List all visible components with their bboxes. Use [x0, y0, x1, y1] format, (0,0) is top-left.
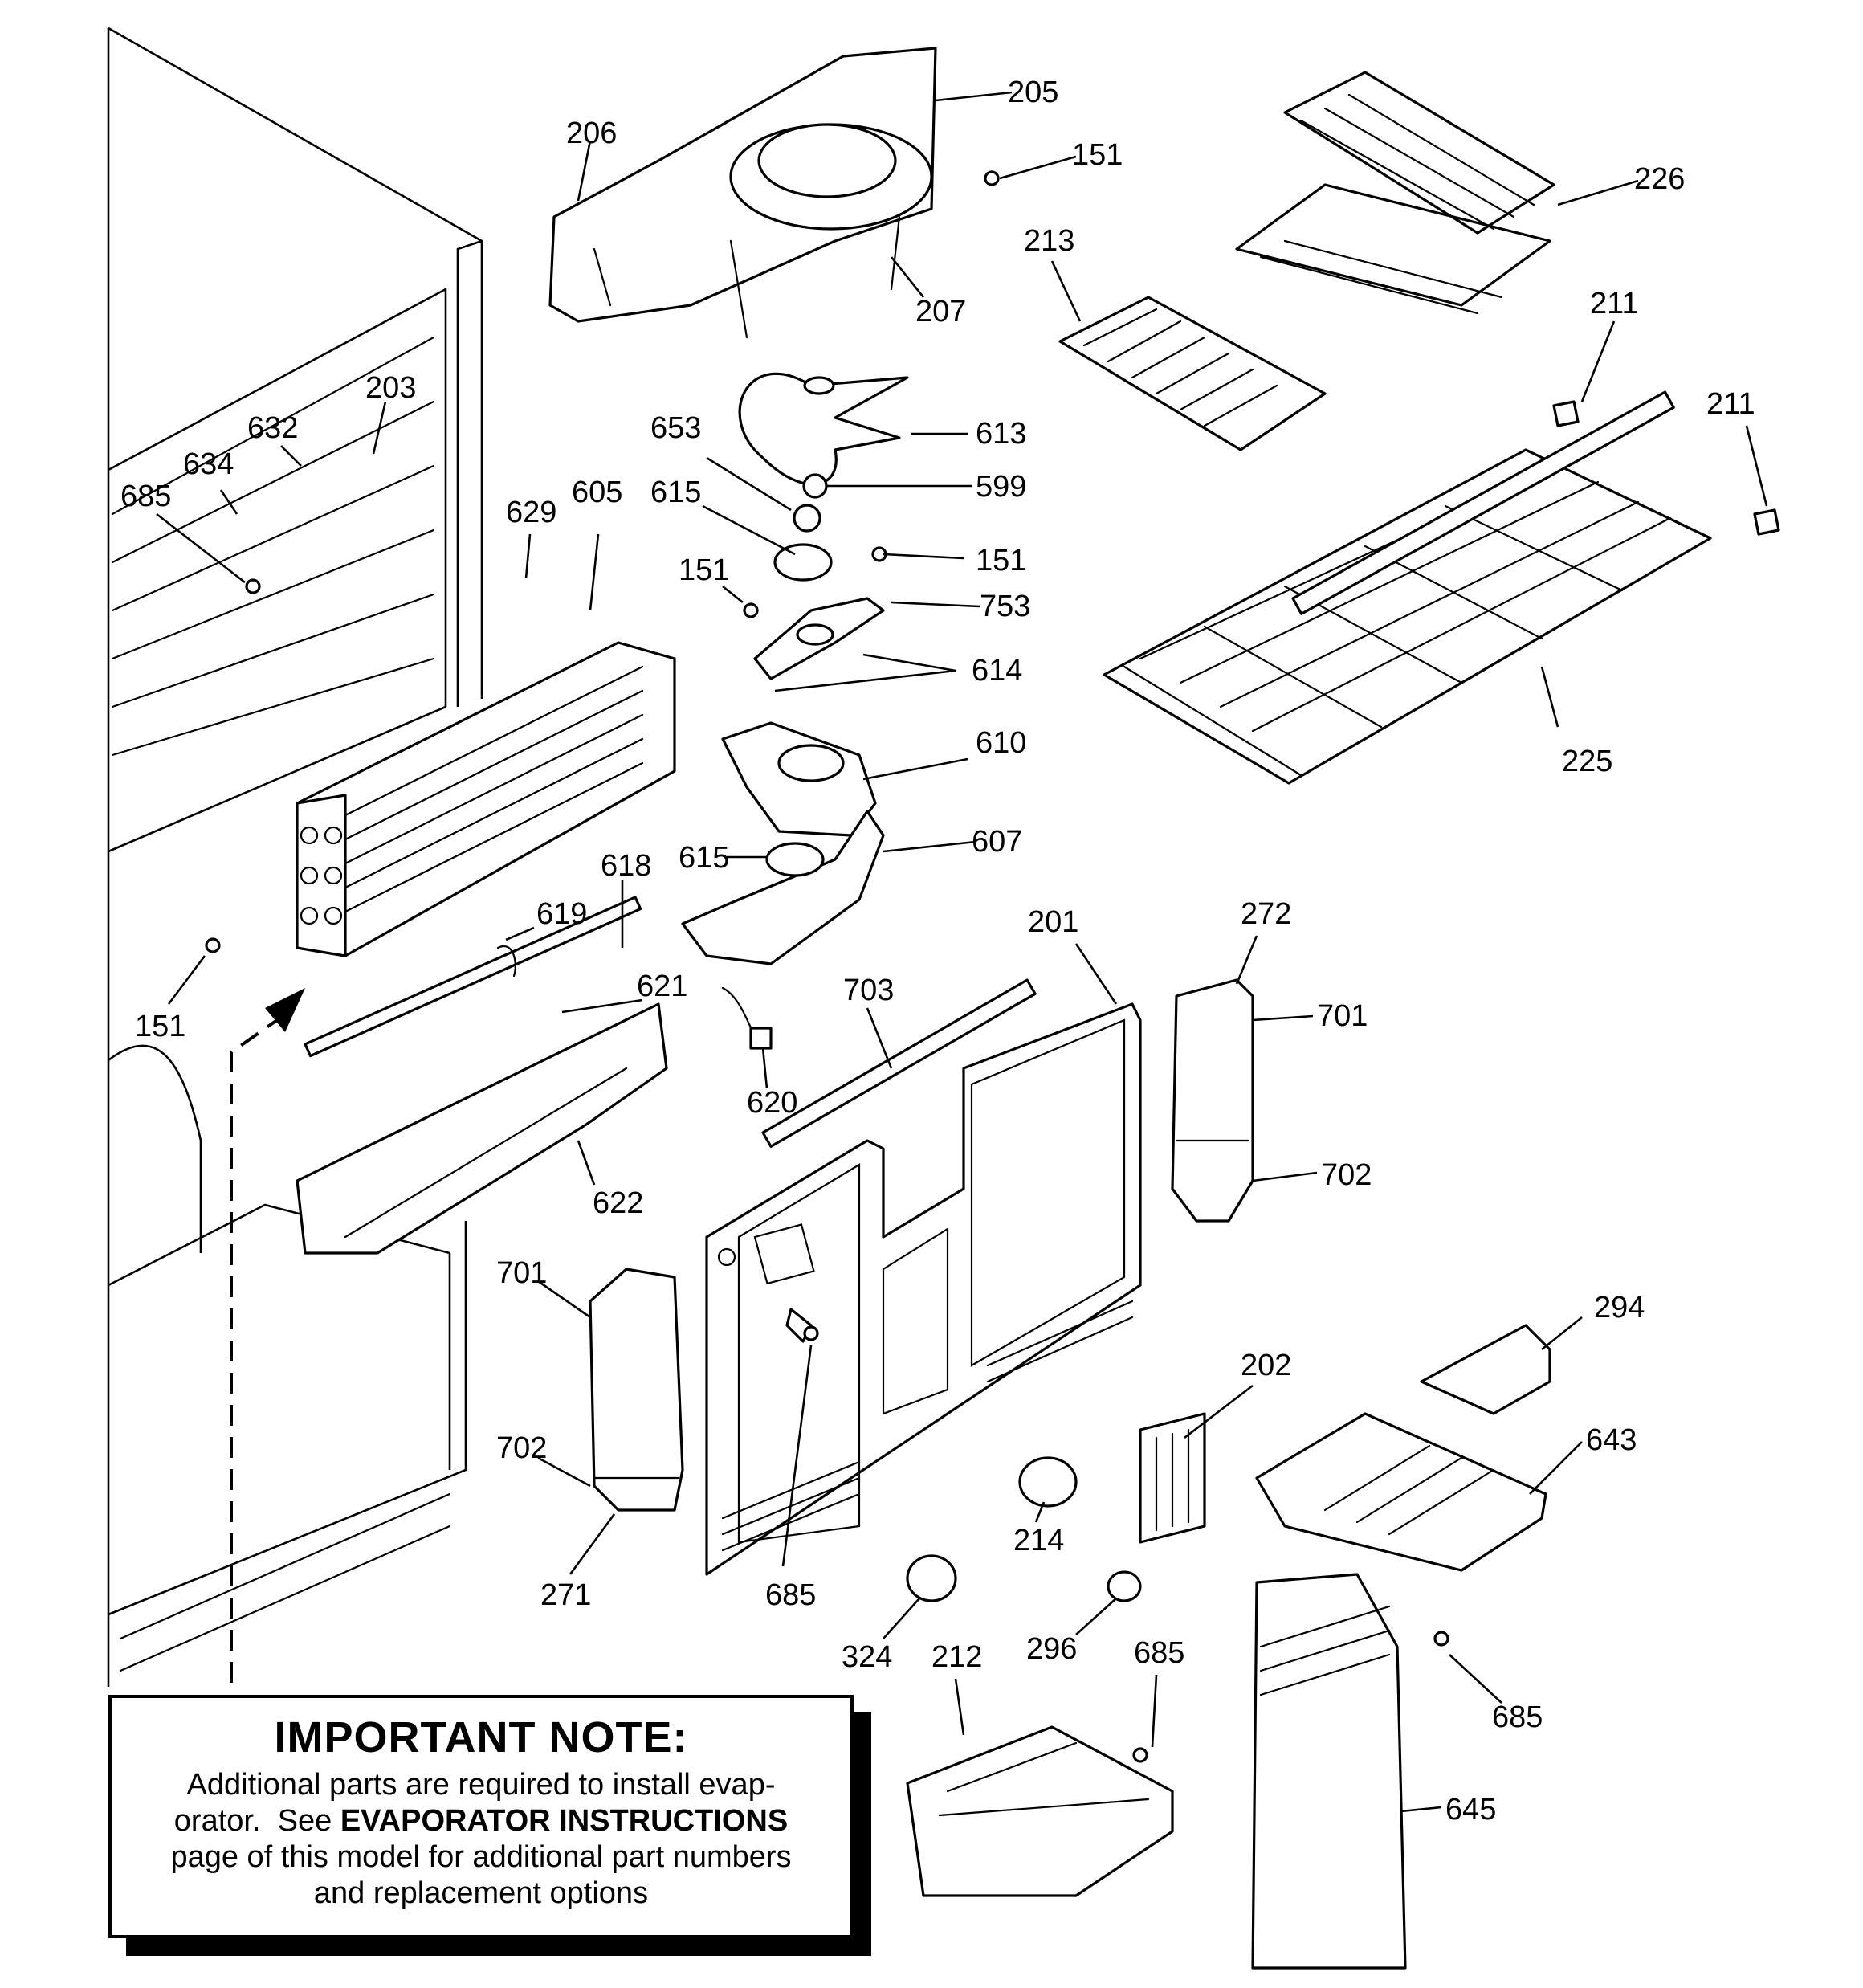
important-note-box: IMPORTANT NOTE: Additional parts are req… [108, 1695, 854, 1938]
callout-294: 294 [1594, 1291, 1645, 1325]
callout-629: 629 [506, 496, 556, 529]
callout-599: 599 [976, 470, 1026, 504]
callout-324: 324 [842, 1640, 892, 1674]
cabinet-drawing [107, 27, 483, 1687]
callout-212: 212 [932, 1640, 982, 1674]
callout-753: 753 [980, 590, 1030, 623]
callout-201: 201 [1028, 905, 1078, 939]
callout-151: 151 [679, 553, 729, 587]
callout-619: 619 [536, 897, 587, 931]
callout-296: 296 [1026, 1632, 1077, 1666]
callout-645: 645 [1445, 1793, 1496, 1827]
callout-605: 605 [572, 476, 622, 509]
air-duct-right [1171, 978, 1254, 1223]
callout-685: 685 [1492, 1700, 1543, 1734]
note-line-4: and replacement options [313, 1876, 649, 1910]
dispenser-parts [906, 1324, 1551, 1970]
callout-211: 211 [1590, 287, 1639, 320]
fan-shroud [548, 47, 937, 339]
callout-213: 213 [1024, 224, 1074, 258]
callout-615: 615 [650, 476, 701, 509]
callout-225: 225 [1562, 745, 1612, 778]
evaporator-coil [296, 641, 676, 957]
callout-610: 610 [976, 726, 1026, 760]
note-line-2: orator. See EVAPORATOR INSTRUCTIONS [112, 1803, 850, 1839]
note-line-2-text: orator. See [173, 1804, 340, 1838]
dashed-pointer [230, 988, 305, 1683]
leader-lines [156, 91, 1768, 1813]
fan-blade [681, 373, 909, 965]
evaporator-cover [705, 978, 1142, 1576]
callout-271: 271 [540, 1578, 591, 1612]
callout-214: 214 [1013, 1524, 1064, 1557]
callout-151: 151 [976, 544, 1026, 578]
note-title: IMPORTANT NOTE: [274, 1713, 688, 1761]
callout-607: 607 [972, 825, 1022, 859]
screws [205, 170, 1449, 1763]
wire-shelf-upper [1235, 71, 1555, 315]
callout-702: 702 [496, 1431, 547, 1465]
callout-632: 632 [247, 411, 298, 445]
callout-685: 685 [765, 1578, 816, 1612]
callout-701: 701 [496, 1256, 547, 1290]
note-line-3: page of this model for additional part n… [170, 1840, 792, 1874]
note-line-1: Additional parts are required to install… [186, 1768, 776, 1802]
callout-613: 613 [976, 417, 1026, 451]
callout-702: 702 [1321, 1158, 1372, 1192]
callout-labels: 205 206 151 226 207 213 211 211 203 632 … [120, 76, 1755, 1827]
callout-202: 202 [1241, 1349, 1291, 1382]
callout-643: 643 [1586, 1423, 1637, 1457]
callout-685: 685 [1134, 1636, 1184, 1670]
callout-226: 226 [1634, 162, 1685, 196]
evaporator-instructions-ref: EVAPORATOR INSTRUCTIONS [340, 1804, 789, 1838]
callout-272: 272 [1241, 897, 1291, 931]
callout-615: 615 [679, 841, 729, 875]
note-body: Additional parts are required to install… [112, 1767, 850, 1912]
callout-205: 205 [1008, 76, 1058, 109]
callout-211: 211 [1706, 387, 1755, 421]
wire-shelf-lower [1103, 390, 1780, 785]
callout-622: 622 [593, 1186, 643, 1220]
callout-206: 206 [566, 116, 617, 150]
callout-634: 634 [183, 447, 234, 481]
callout-621: 621 [637, 970, 687, 1003]
callout-614: 614 [972, 654, 1022, 688]
callout-653: 653 [650, 411, 701, 445]
callout-151: 151 [1072, 138, 1123, 172]
callout-703: 703 [843, 974, 894, 1007]
callout-207: 207 [915, 295, 966, 329]
callout-701: 701 [1317, 999, 1368, 1033]
callout-620: 620 [747, 1086, 797, 1120]
ice-tray [1058, 296, 1327, 451]
callout-685: 685 [120, 480, 171, 513]
callout-151: 151 [135, 1010, 185, 1043]
callout-618: 618 [601, 849, 651, 883]
callout-203: 203 [365, 371, 416, 405]
defrost-heater [296, 896, 773, 1255]
